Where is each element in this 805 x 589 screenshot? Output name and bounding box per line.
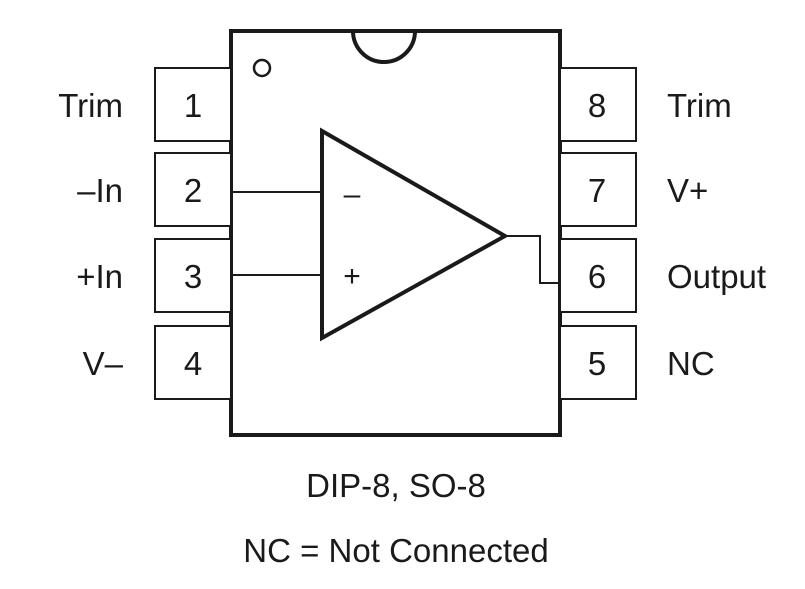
pin-8-label: Trim [667, 87, 732, 124]
pin-5: 5 NC [559, 325, 715, 400]
pin-8: 8 Trim [559, 67, 732, 142]
right-pins: 8 Trim 7 V+ 6 Output 5 NC [559, 67, 766, 400]
opamp-symbol: – + [231, 127, 560, 342]
nc-legend: NC = Not Connected [243, 532, 548, 569]
pin-4-label: V– [83, 345, 124, 382]
package-notch [351, 30, 417, 64]
pin-7-number: 7 [588, 172, 606, 209]
pin-2-label: –In [77, 172, 123, 209]
pin-7-box [559, 152, 637, 227]
pin-7: 7 V+ [559, 152, 708, 227]
pin-2: 2 –In [77, 152, 232, 227]
package-outline [229, 29, 562, 437]
pin1-indicator-dot [252, 58, 272, 78]
package-caption: DIP-8, SO-8 [306, 467, 486, 504]
noninverting-input-sign: + [343, 260, 361, 293]
pin-6-box [559, 238, 637, 313]
pin-6-number: 6 [588, 258, 606, 295]
inverting-input-sign: – [344, 178, 361, 211]
opamp-triangle [320, 127, 510, 342]
pin-3-label: +In [76, 258, 123, 295]
pin-6-label: Output [667, 258, 766, 295]
pin-7-label: V+ [667, 172, 708, 209]
pin-8-number: 8 [588, 87, 606, 124]
package-body [229, 29, 562, 437]
pin-2-box [154, 152, 232, 227]
pin-8-box [559, 67, 637, 142]
pin-6: 6 Output [559, 238, 766, 313]
pin-3-box [154, 238, 232, 313]
pin-1: 1 Trim [58, 67, 232, 142]
left-pins: 1 Trim 2 –In 3 +In 4 V– [58, 67, 232, 400]
pin-1-label: Trim [58, 87, 123, 124]
wire-output [505, 235, 560, 284]
pin-2-number: 2 [184, 172, 202, 209]
pin-4: 4 V– [83, 325, 232, 400]
pin-5-box [559, 325, 637, 400]
pin-1-box [154, 67, 232, 142]
pin-5-label: NC [667, 345, 715, 382]
pin-4-box [154, 325, 232, 400]
pin-1-number: 1 [184, 87, 202, 124]
pin-3: 3 +In [76, 238, 232, 313]
pin-5-number: 5 [588, 345, 606, 382]
pin-4-number: 4 [184, 345, 202, 382]
pin-3-number: 3 [184, 258, 202, 295]
